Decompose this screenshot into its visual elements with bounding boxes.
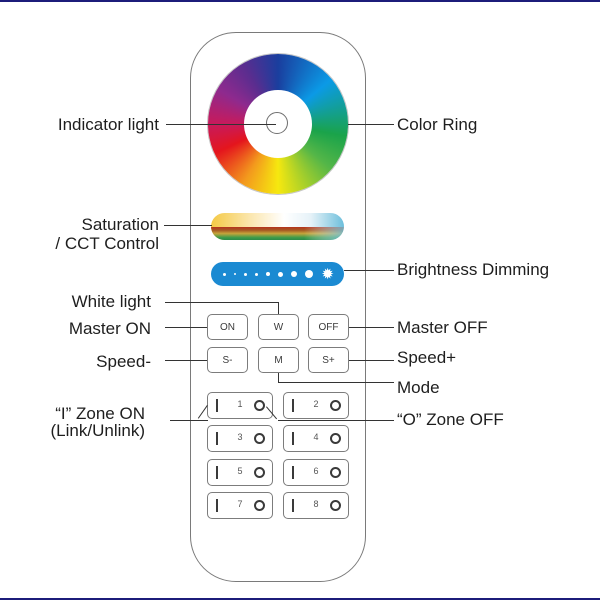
zone-5-button[interactable]: 5 [207,459,273,486]
label-white-light: White light [71,292,151,311]
brightness-dot-icon [305,270,314,278]
zone-off-icon[interactable] [330,400,341,411]
zone-number: 1 [237,399,243,409]
leader-line-mode-v [278,373,280,382]
white-button[interactable]: W [258,314,299,340]
label-mode: Mode [397,378,440,397]
zone-off-icon[interactable] [254,400,265,411]
label-zone-on: “I” Zone ON [55,404,145,423]
mode-button-label: M [274,354,283,366]
bottom-frame-border [0,598,600,600]
leader-line-zone-on [170,420,208,422]
zone-number: 5 [237,466,243,476]
white-button-label: W [273,321,284,333]
off-button[interactable]: OFF [308,314,349,340]
zone-on-icon[interactable] [292,432,294,445]
speed-plus-button[interactable]: S+ [308,347,349,373]
brightness-slider[interactable]: ✹ [211,262,344,286]
brightness-dot-icon [278,271,284,277]
zone-off-icon[interactable] [330,467,341,478]
zone-on-icon[interactable] [216,466,218,479]
label-speed-minus: Speed- [96,352,151,371]
zone-8-button[interactable]: 8 [283,492,349,519]
brightness-dot-icon [255,272,259,276]
zone-on-icon[interactable] [216,399,218,412]
saturation-cct-slider[interactable] [211,213,344,240]
zone-1-button[interactable]: 1 [207,392,273,419]
zone-2-button[interactable]: 2 [283,392,349,419]
zone-6-button[interactable]: 6 [283,459,349,486]
brightness-dot-icon [234,273,237,275]
leader-line-master-off [349,327,394,329]
leader-line-white-light-h [165,302,278,304]
leader-line-speed-minus [165,360,207,362]
zone-number: 4 [313,432,319,442]
label-brightness-dimming: Brightness Dimming [397,260,550,279]
label-saturation: Saturation [81,215,160,234]
zone-off-icon[interactable] [254,433,265,444]
label-master-on: Master ON [68,319,151,338]
zone-number: 8 [313,499,319,509]
leader-line-color-ring [348,124,394,126]
off-button-label: OFF [318,321,339,333]
zone-off-icon[interactable] [254,467,265,478]
zone-on-icon[interactable] [216,432,218,445]
label-zone-off: “O” Zone OFF [397,410,504,429]
zone-off-icon[interactable] [254,500,265,511]
brightness-dot-icon [244,272,248,276]
label-cct-control: / CCT Control [55,234,159,253]
sun-icon: ✹ [321,265,334,283]
zone-3-button[interactable]: 3 [207,425,273,452]
zone-number: 3 [237,432,243,442]
mode-button[interactable]: M [258,347,299,373]
zone-7-button[interactable]: 7 [207,492,273,519]
speed-minus-button[interactable]: S- [207,347,248,373]
brightness-dot-icon [266,272,271,276]
zone-off-icon[interactable] [330,433,341,444]
zone-off-icon[interactable] [330,500,341,511]
leader-line-speed-plus [349,360,394,362]
label-speed-plus: Speed+ [397,348,457,367]
zone-on-icon[interactable] [292,466,294,479]
leader-line-brightness [344,270,394,272]
brightness-dot-icon [291,271,298,277]
on-button[interactable]: ON [207,314,248,340]
leader-line-indicator [166,124,276,126]
label-color-ring: Color Ring [397,115,478,134]
label-master-off: Master OFF [397,318,488,337]
speed-plus-button-label: S+ [322,354,335,366]
label-link-unlink: (Link/Unlink) [50,421,145,440]
leader-line-white-light-v [278,302,280,314]
top-frame-border [0,0,600,2]
zone-number: 7 [237,499,243,509]
zone-on-icon[interactable] [216,499,218,512]
speed-minus-button-label: S- [222,354,233,366]
saturation-gradient-lower [211,227,344,240]
brightness-dot-icon [223,272,226,276]
zone-4-button[interactable]: 4 [283,425,349,452]
leader-line-saturation [164,225,212,227]
leader-line-mode-h [278,382,394,384]
zone-on-icon[interactable] [292,499,294,512]
label-indicator-light: Indicator light [57,115,159,134]
on-button-label: ON [220,321,235,333]
zone-number: 6 [313,466,319,476]
leader-line-master-on [165,327,207,329]
indicator-light-icon [266,112,288,134]
zone-on-icon[interactable] [292,399,294,412]
leader-line-zone-off [278,420,394,422]
zone-number: 2 [313,399,319,409]
